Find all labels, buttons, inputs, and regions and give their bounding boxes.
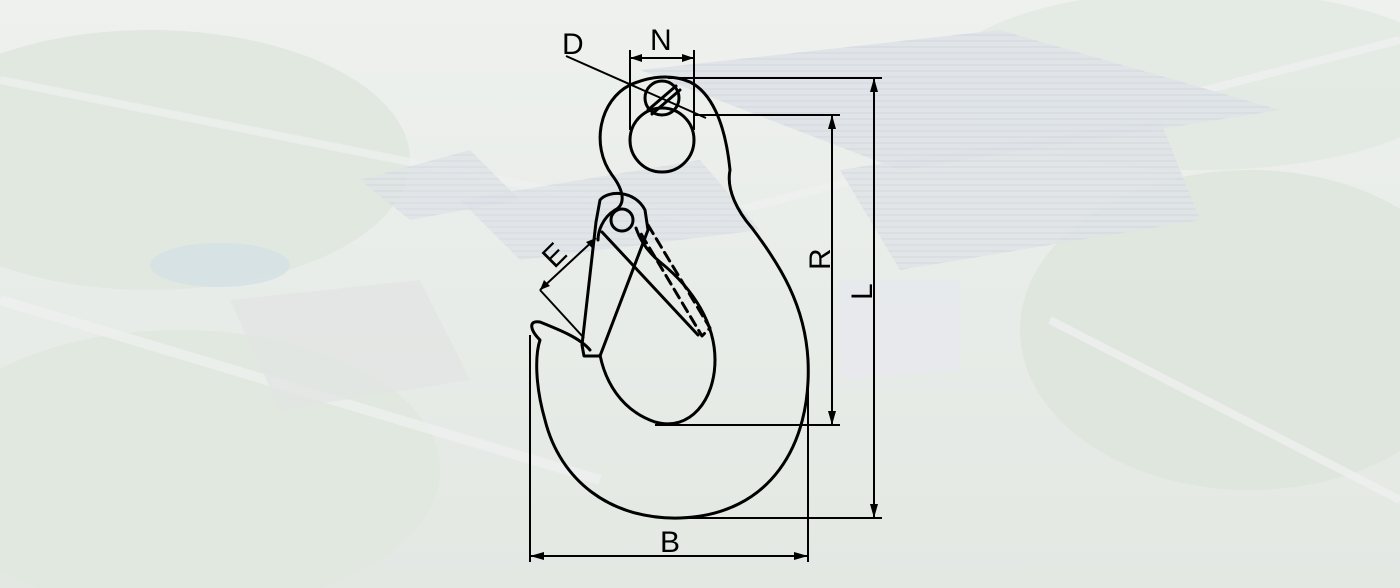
hook-throat <box>598 226 717 426</box>
hook-outline <box>530 75 810 520</box>
d-leader <box>565 55 707 119</box>
label-n: N <box>650 24 672 57</box>
latch <box>580 191 650 358</box>
eye-hole <box>628 106 696 174</box>
label-r: R <box>804 248 837 270</box>
latch-pivot <box>609 207 635 233</box>
e-dim-line <box>539 237 597 291</box>
label-d: D <box>562 28 584 61</box>
label-e: E <box>536 237 573 274</box>
pin-circle <box>643 79 681 117</box>
label-b: B <box>660 526 680 559</box>
label-l: L <box>846 283 879 300</box>
latch-open-dashed <box>638 223 712 338</box>
